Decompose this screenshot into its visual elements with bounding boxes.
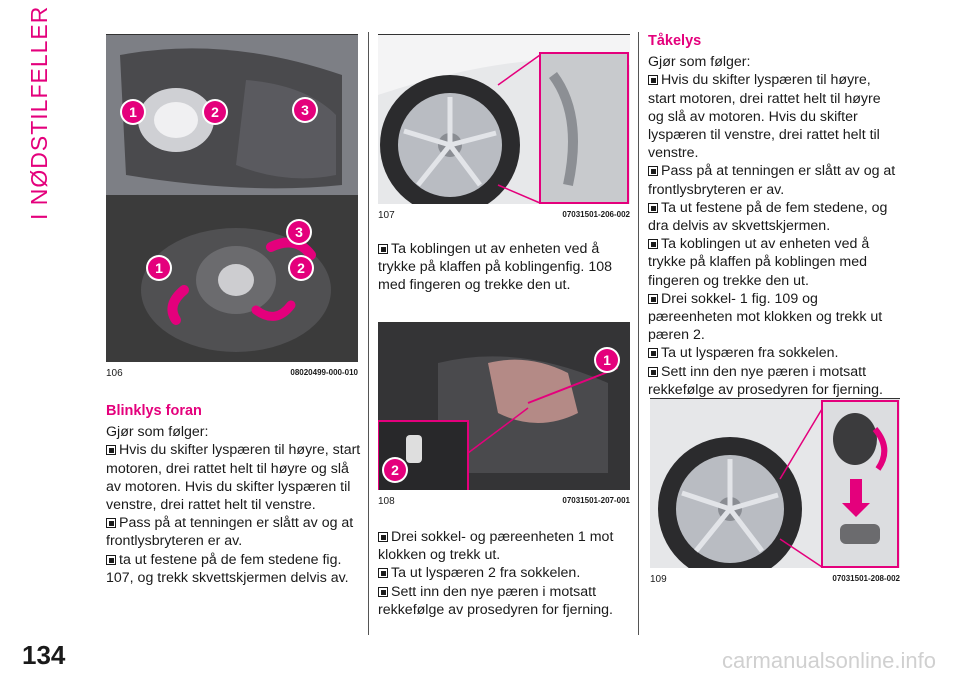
callout-2: 2 <box>204 101 226 123</box>
step-item: Ta koblingen ut av enheten ved å trykke … <box>648 236 870 289</box>
figure-108-image: 1 2 <box>378 322 630 490</box>
figure-109-image <box>650 398 900 568</box>
column-divider <box>368 32 369 635</box>
column-1-text: Blinklys foran Gjør som følger: Hvis du … <box>106 402 362 587</box>
section-heading: Tåkelys <box>648 33 702 49</box>
column-divider <box>638 32 639 635</box>
step-item: Sett inn den nye pæren i motsatt rekkefø… <box>378 583 613 618</box>
intro-text: Gjør som følger: <box>648 54 751 71</box>
figure-code: 07031501-208-002 <box>832 574 900 583</box>
chapter-side-title: I NØDSTILFELLER <box>26 5 52 220</box>
step-item: ta ut festene på de fem stedene fig. 107… <box>106 551 349 586</box>
column-3-text: Tåkelys Gjør som følger: Hvis du skifter… <box>648 32 900 399</box>
bullet-icon <box>648 75 658 86</box>
step-item: Sett inn den nye pæren i motsatt rekkefø… <box>648 363 883 398</box>
watermark-text: carmanualsonline.info <box>721 648 936 673</box>
step-item: Ta ut lyspæren 2 fra sokkelen. <box>378 564 630 582</box>
bullet-icon <box>648 166 658 177</box>
callout-2: 2 <box>384 459 406 481</box>
bullet-icon <box>648 202 658 213</box>
figure-108-caption: 108 07031501-207-001 <box>378 496 630 507</box>
figure-number: 106 <box>106 368 123 379</box>
callout-1: 1 <box>596 349 618 371</box>
figure-106-caption: 106 08020499-000-010 <box>106 368 358 379</box>
column-2-text-top: Ta koblingen ut av enheten ved å trykke … <box>378 240 630 295</box>
page-number: 134 <box>22 640 66 670</box>
callout-3: 3 <box>288 221 310 243</box>
callout-3: 3 <box>294 99 316 121</box>
figure-107-image <box>378 34 630 204</box>
callout-1: 1 <box>122 101 144 123</box>
section-heading: Blinklys foran <box>106 403 202 419</box>
fog-lamp-illustration <box>650 399 900 568</box>
engine-bay-illustration <box>378 323 630 490</box>
step-item: Hvis du skifter lyspæren til høyre, star… <box>648 72 881 162</box>
figure-109-caption: 109 07031501-208-002 <box>650 574 900 585</box>
callout-1: 1 <box>148 257 170 279</box>
step-item: Drei sokkel- og pæreenheten 1 mot klokke… <box>378 529 614 564</box>
step-item: Drei sokkel- 1 fig. 109 og pæreenheten m… <box>648 290 883 344</box>
bullet-icon <box>106 554 116 565</box>
intro-text: Gjør som følger: <box>106 424 209 441</box>
bullet-icon <box>378 532 388 542</box>
step-item: Ta ut lyspæren fra sokkelen. <box>648 344 900 362</box>
figure-code: 08020499-000-010 <box>290 368 358 377</box>
bullet-icon <box>378 244 388 254</box>
figure-number: 107 <box>378 210 395 221</box>
bullet-icon <box>106 518 116 529</box>
bullet-icon <box>648 348 658 359</box>
step-item: Ta ut festene på de fem stedene, og dra … <box>648 199 888 235</box>
bullet-icon <box>378 586 388 597</box>
figure-code: 07031501-206-002 <box>562 210 630 219</box>
bullet-icon <box>648 239 658 250</box>
step-item: Hvis du skifter lyspæren til høyre, star… <box>106 442 361 514</box>
figure-107-caption: 107 07031501-206-002 <box>378 210 630 221</box>
step-item: Pass på at tenningen er slått av og at f… <box>106 515 354 550</box>
bullet-icon <box>648 366 658 377</box>
figure-106-image: 1 2 3 3 1 2 <box>106 34 358 362</box>
column-2-text-bottom: Drei sokkel- og pæreenheten 1 mot klokke… <box>378 528 630 619</box>
callout-2: 2 <box>290 257 312 279</box>
step-item: Pass på at tenningen er slått av og at f… <box>648 163 896 198</box>
bullet-icon <box>106 445 116 456</box>
wheel-illustration <box>378 35 630 204</box>
figure-number: 109 <box>650 574 667 585</box>
bullet-icon <box>378 568 388 579</box>
figure-code: 07031501-207-001 <box>562 496 630 505</box>
figure-number: 108 <box>378 496 395 507</box>
bullet-icon <box>648 293 658 304</box>
headlamp-illustration <box>106 35 358 362</box>
step-item: Ta koblingen ut av enheten ved å trykke … <box>378 241 612 294</box>
